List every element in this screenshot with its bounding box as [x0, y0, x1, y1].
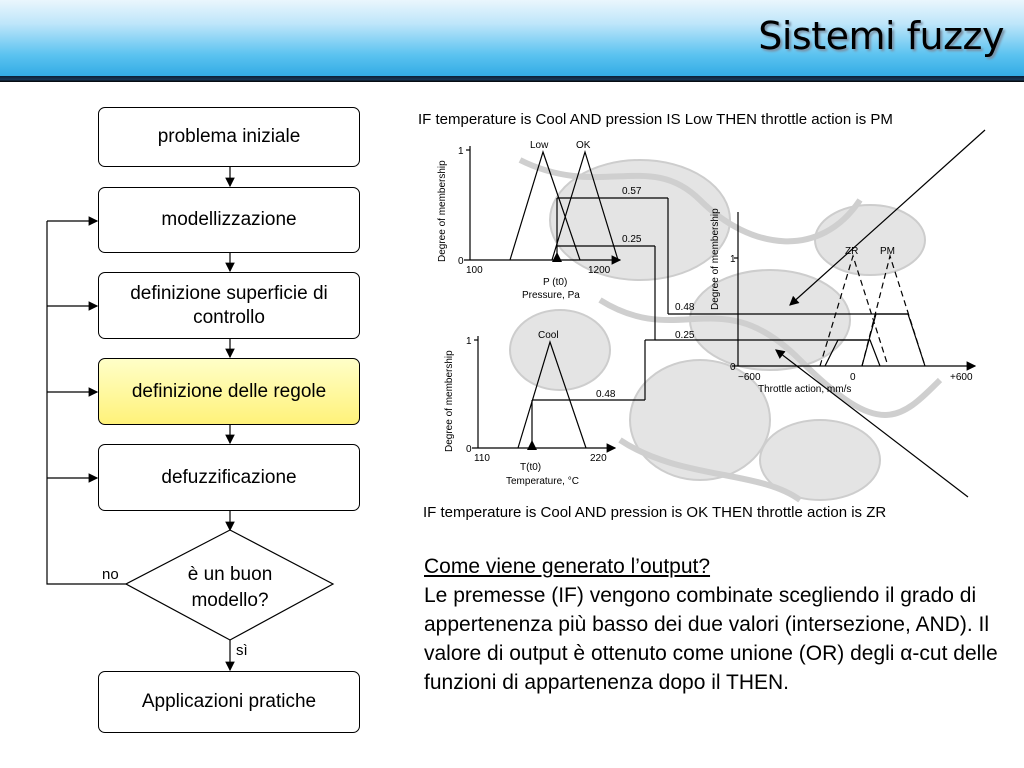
throttle-x-min: −600 [738, 372, 761, 383]
temperature-marker-label: T(t0) [520, 462, 541, 473]
temperature-value-048: 0.48 [596, 389, 616, 400]
clipped-zr [824, 339, 881, 367]
pressure-set-ok-label: OK [576, 140, 591, 151]
slide-title: Sistemi fuzzy [758, 14, 1004, 58]
box-modellizzazione: modellizzazione [98, 187, 360, 253]
title-underline-bar [0, 76, 1024, 82]
box-problema-iniziale: problema iniziale [98, 107, 360, 167]
pressure-xlabel: Pressure, Pa [522, 290, 580, 301]
no-label: no [102, 566, 119, 583]
throttle-x-max: +600 [950, 372, 973, 383]
box-defuzzificazione: defuzzificazione [98, 444, 360, 511]
temperature-marker [527, 440, 537, 450]
throttle-value-048: 0.48 [675, 302, 695, 313]
explanation-block: Come viene generato l’output? Le premess… [424, 552, 1004, 697]
throttle-y-zero: 0 [730, 362, 736, 373]
pressure-x-max: 1200 [588, 265, 611, 276]
temperature-y-top: 1 [466, 336, 472, 347]
pressure-value-025: 0.25 [622, 234, 642, 245]
temperature-x-max: 220 [590, 453, 607, 464]
pressure-set-ok [551, 149, 619, 261]
temperature-set-cool-label: Cool [538, 330, 559, 341]
rule-2-pointer [775, 349, 969, 498]
pressure-x-min: 100 [466, 265, 483, 276]
temperature-x-min: 110 [474, 453, 490, 464]
throttle-set-zr-label: ZR [845, 246, 858, 257]
throttle-xlabel: Throttle action, mm/s [758, 384, 851, 395]
decision-diamond [124, 529, 335, 641]
clipped-pm [861, 313, 926, 367]
decision-text: è un buon modello? [187, 564, 273, 611]
throttle-value-025: 0.25 [675, 330, 695, 341]
background-molecule-image [509, 159, 926, 501]
pressure-set-low [509, 150, 581, 261]
box-applicazioni-pratiche: Applicazioni pratiche [98, 671, 360, 733]
throttle-set-zr [819, 253, 889, 367]
rule-1-pointer [789, 129, 986, 306]
explanation-heading: Come viene generato l’output? [424, 555, 711, 578]
rule-1-text: IF temperature is Cool AND pression IS L… [418, 111, 893, 128]
pressure-ylabel: Degree of membership [437, 160, 448, 262]
temperature-y-zero: 0 [466, 444, 472, 455]
title-banner [0, 0, 1024, 78]
temperature-xlabel: Temperature, °C [506, 476, 579, 487]
rule-2-text: IF temperature is Cool AND pression is O… [423, 504, 887, 521]
throttle-set-pm-label: PM [880, 246, 895, 257]
box-definizione-superficie: definizione superficie di controllo [98, 272, 360, 339]
throttle-y-top: 1 [730, 254, 736, 265]
pressure-marker-label: P (t0) [543, 277, 567, 288]
explanation-body: Le premesse (IF) vengono combinate scegl… [424, 584, 998, 694]
pressure-y-top: 1 [458, 146, 464, 157]
box-definizione-regole: definizione delle regole [98, 358, 360, 425]
pressure-set-low-label: Low [530, 140, 549, 151]
temperature-ylabel: Degree of membership [444, 350, 455, 452]
throttle-x-mid: 0 [850, 372, 856, 383]
throttle-ylabel: Degree of membership [710, 208, 721, 310]
pressure-marker [552, 252, 562, 262]
feedback-line [46, 221, 128, 585]
pressure-value-057: 0.57 [622, 186, 642, 197]
pressure-y-zero: 0 [458, 256, 464, 267]
yes-label: sì [236, 642, 248, 659]
temperature-set-cool [517, 340, 587, 449]
